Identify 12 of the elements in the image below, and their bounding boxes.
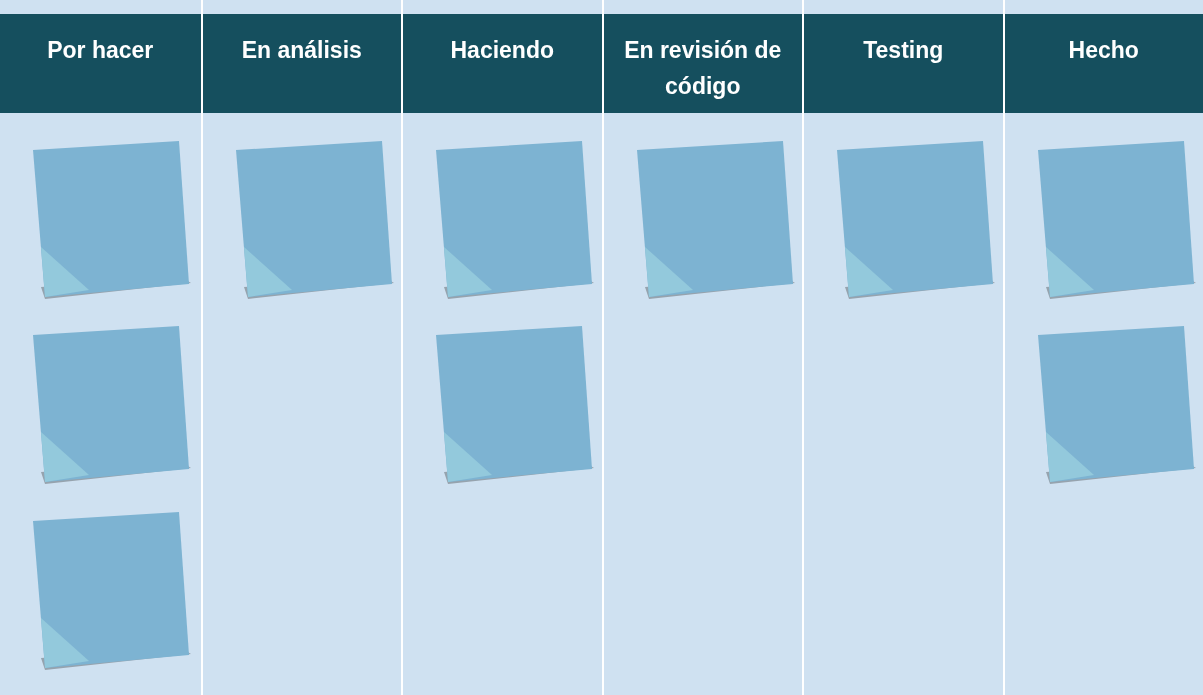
column-heading: Haciendo (403, 14, 602, 113)
kanban-column (0, 0, 201, 695)
column-heading: Por hacer (0, 14, 201, 113)
column-heading: Testing (804, 14, 1003, 113)
kanban-column (603, 0, 802, 695)
column-heading: Hecho (1004, 14, 1203, 113)
column-heading: En revisión de código (603, 14, 802, 113)
kanban-column (1004, 0, 1203, 695)
kanban-column (202, 0, 401, 695)
kanban-column (403, 0, 602, 695)
kanban-column (804, 0, 1003, 695)
column-heading: En análisis (202, 14, 401, 113)
